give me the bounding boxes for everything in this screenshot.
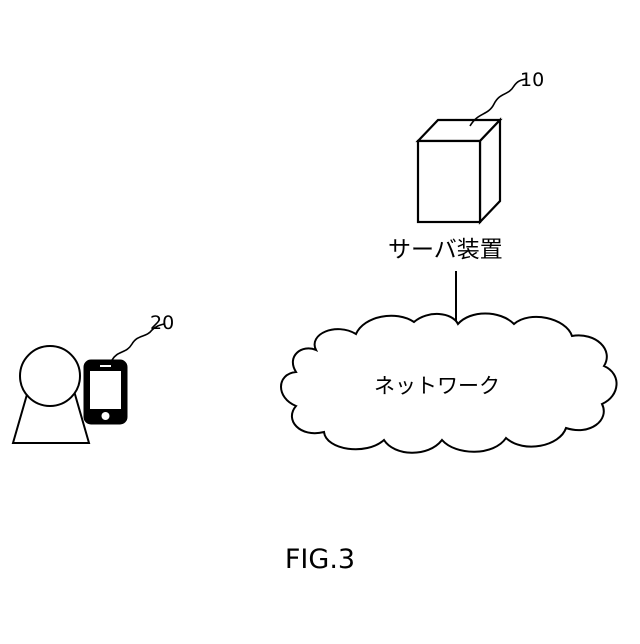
person-head [20, 346, 80, 406]
smartphone-speaker [100, 365, 111, 367]
server-device [418, 120, 500, 222]
smartphone-screen [90, 371, 121, 409]
figure-caption: FIG.3 [285, 544, 355, 575]
server-label: サーバ装置 [388, 237, 503, 263]
server-ref-number: 10 [520, 69, 544, 91]
network-label: ネットワーク [374, 374, 500, 398]
smartphone [84, 360, 127, 424]
user-ref-number: 20 [150, 312, 174, 334]
server-front-face [418, 141, 480, 222]
smartphone-home-button-icon [102, 412, 110, 420]
network-cloud: ネットワーク [281, 314, 617, 453]
user-terminal: 20 [13, 312, 174, 443]
